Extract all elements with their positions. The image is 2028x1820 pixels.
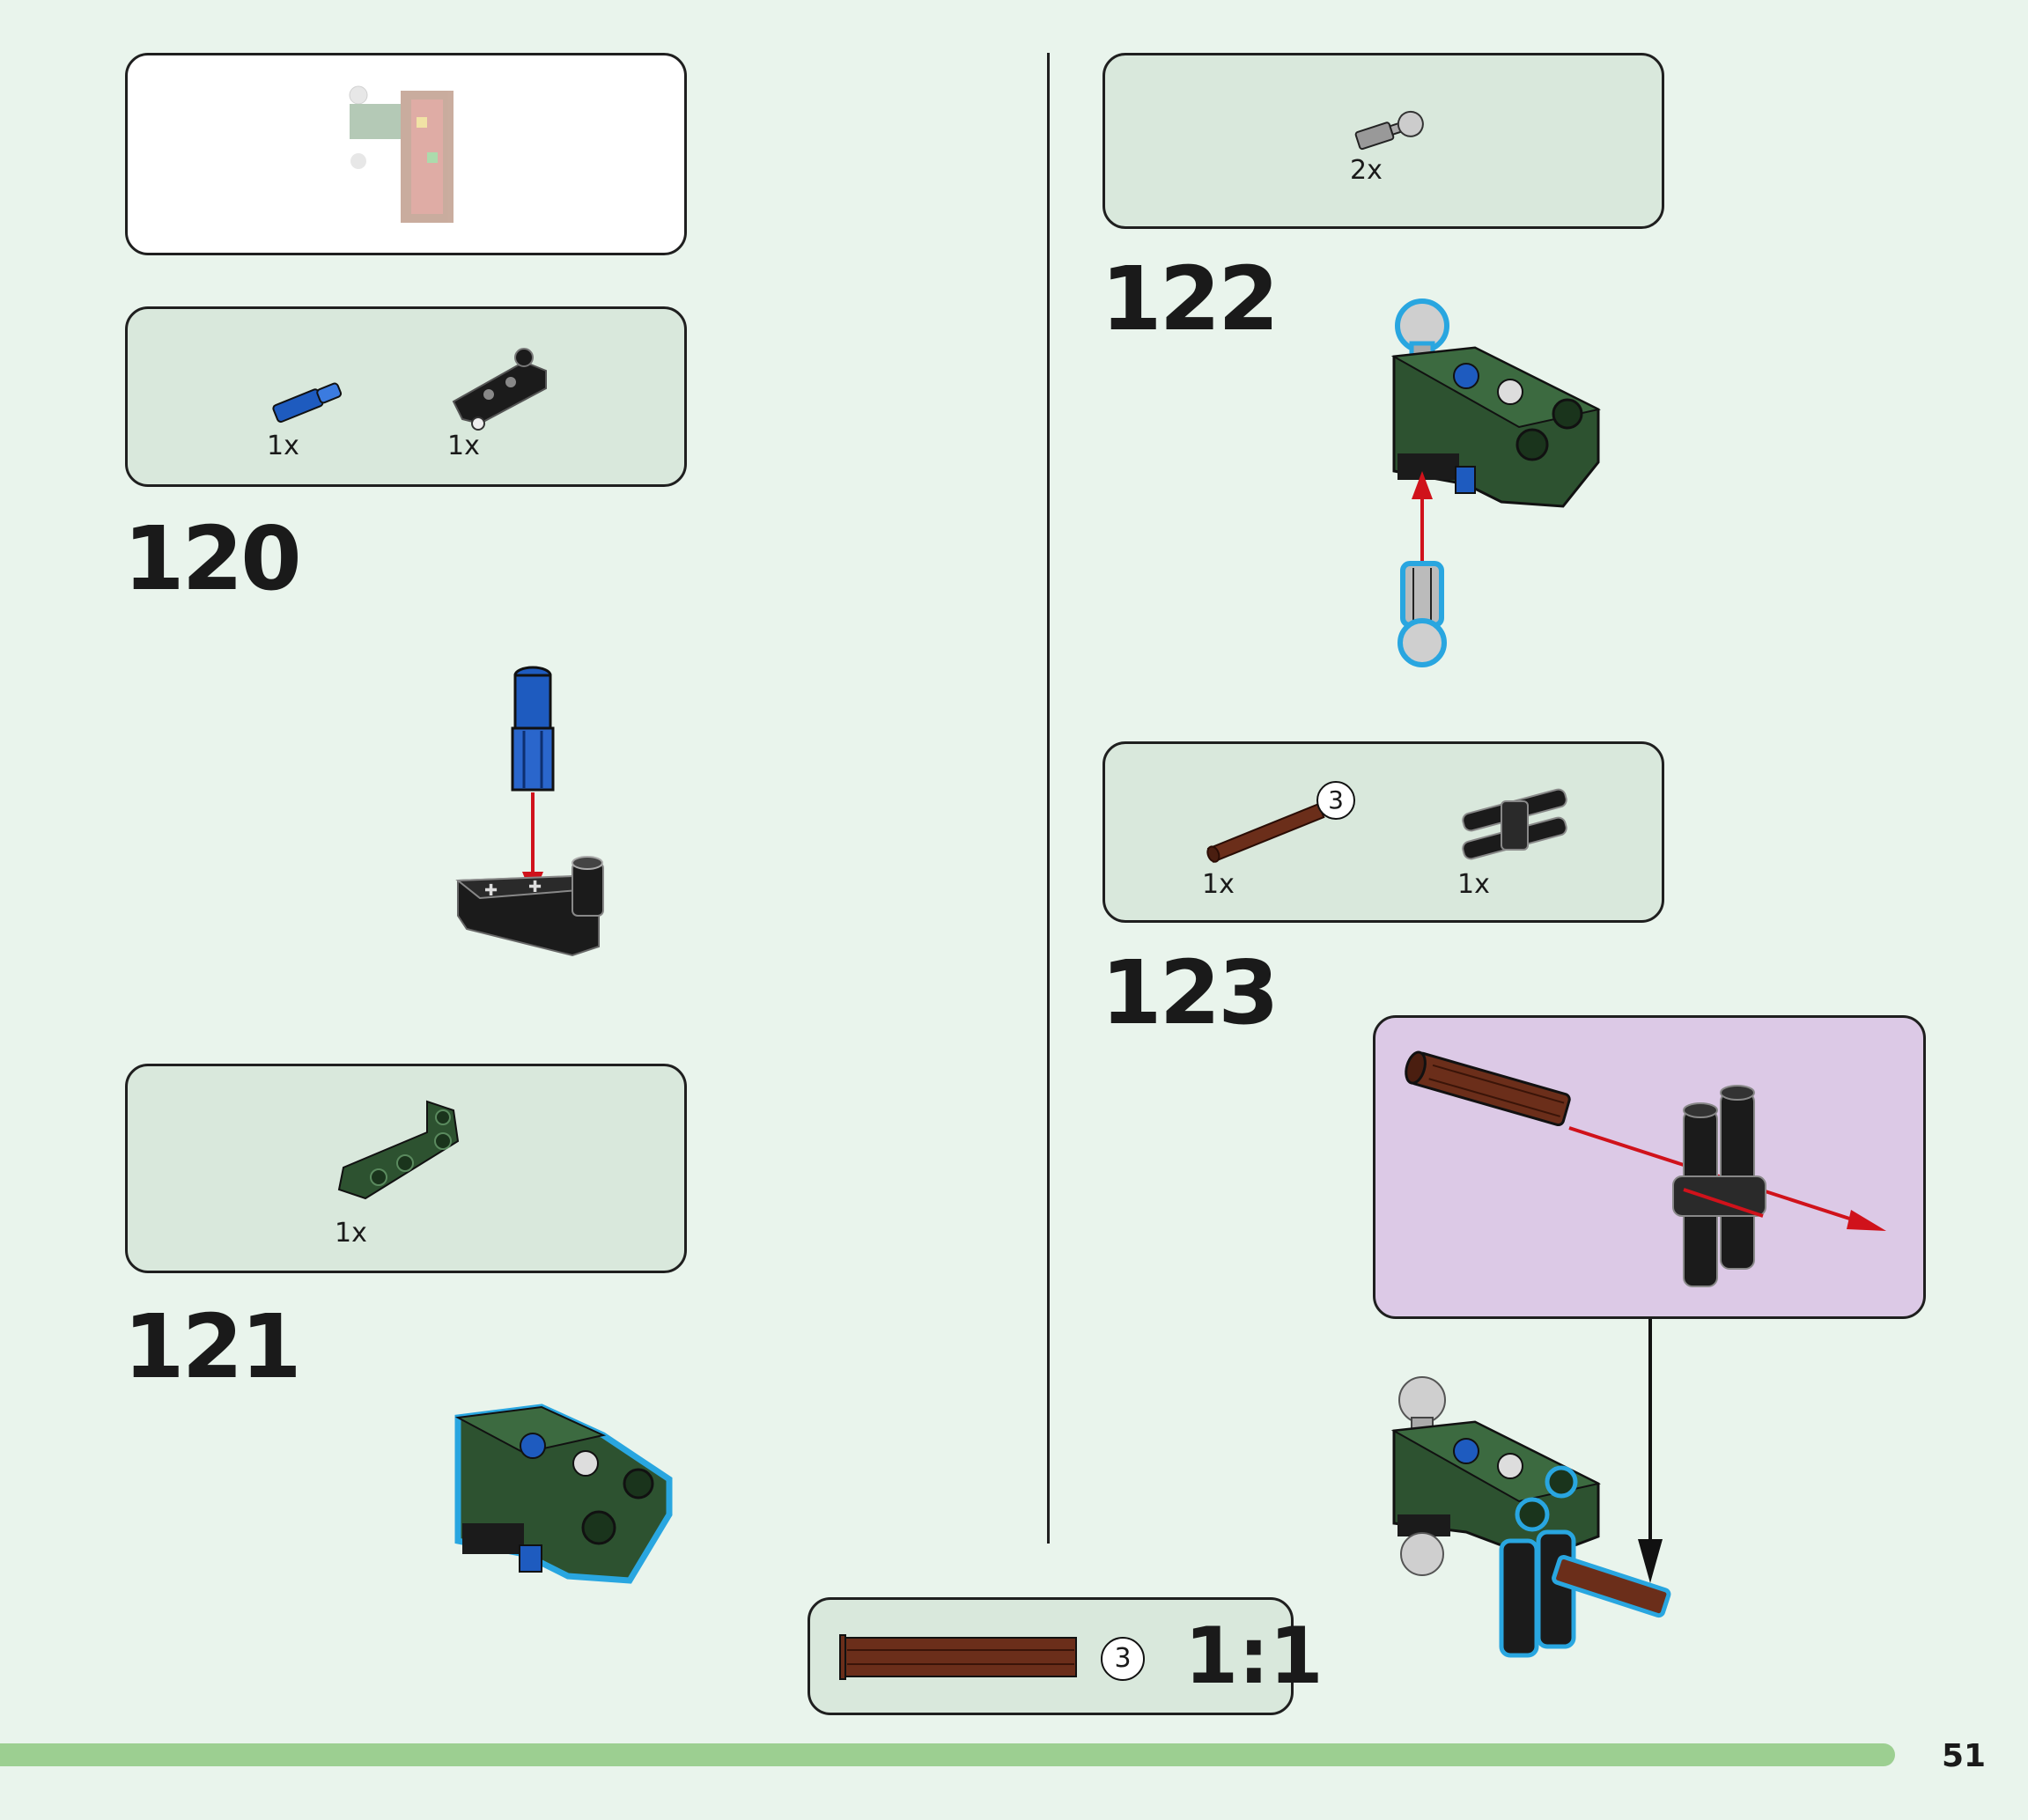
scale-ratio: 1:1: [1184, 1610, 1324, 1701]
axle-length-callout: 3: [1316, 781, 1355, 820]
green-beam-part-icon: [337, 1100, 460, 1200]
blue-pin-part-icon: [272, 382, 343, 424]
axle-scale-box: 3 1:1: [808, 1597, 1324, 1715]
column-divider: [1047, 53, 1050, 1544]
footer-progress-bar: [0, 1743, 1895, 1766]
parts-box-step-121: 1x: [125, 1064, 687, 1273]
part-qty: 1x: [335, 1218, 367, 1249]
step-120-assembly: ✚ ✚: [455, 666, 604, 957]
model-preview-box: [125, 53, 687, 255]
scale-length-callout: 3: [1101, 1637, 1145, 1681]
part-qty: 1x: [447, 431, 480, 461]
double-pin-connector-part-icon: [1462, 788, 1567, 860]
page-number: 51: [1942, 1738, 1987, 1774]
scale-length-callout-text: 3: [1114, 1643, 1132, 1674]
subassembly-box: [1373, 1015, 1926, 1319]
parts-box-step-120: 1x 1x: [125, 306, 687, 487]
parts-box-step-123: 3 1x 1x: [1102, 741, 1664, 923]
step-number-122: 122: [1101, 247, 1279, 350]
ball-joint-part-icon: [1354, 110, 1424, 151]
part-qty: 2x: [1350, 155, 1383, 186]
step-number-120: 120: [123, 507, 302, 610]
step-123-assembly: [1390, 1376, 1671, 1658]
brown-axle-part-icon: [1206, 802, 1325, 863]
step-122-assembly: [1390, 298, 1601, 667]
subassembly-illustration: [1405, 1050, 1886, 1287]
svg-text:✚: ✚: [484, 881, 498, 900]
axle-scale-image: [839, 1634, 1077, 1680]
black-beam-part-icon: [452, 348, 547, 431]
part-qty: 1x: [267, 431, 299, 461]
step-121-assembly: [454, 1404, 673, 1584]
step-number-123: 123: [1101, 941, 1279, 1044]
part-qty: 1x: [1202, 869, 1235, 900]
parts-box-step-122: 2x: [1102, 53, 1664, 229]
svg-text:✚: ✚: [528, 878, 542, 896]
part-qty: 1x: [1457, 869, 1490, 900]
step-number-121: 121: [123, 1295, 302, 1398]
subassembly-connector-arrow: [1638, 1319, 1663, 1583]
model-preview-image: [349, 85, 454, 223]
axle-length-callout-text: 3: [1328, 785, 1344, 814]
